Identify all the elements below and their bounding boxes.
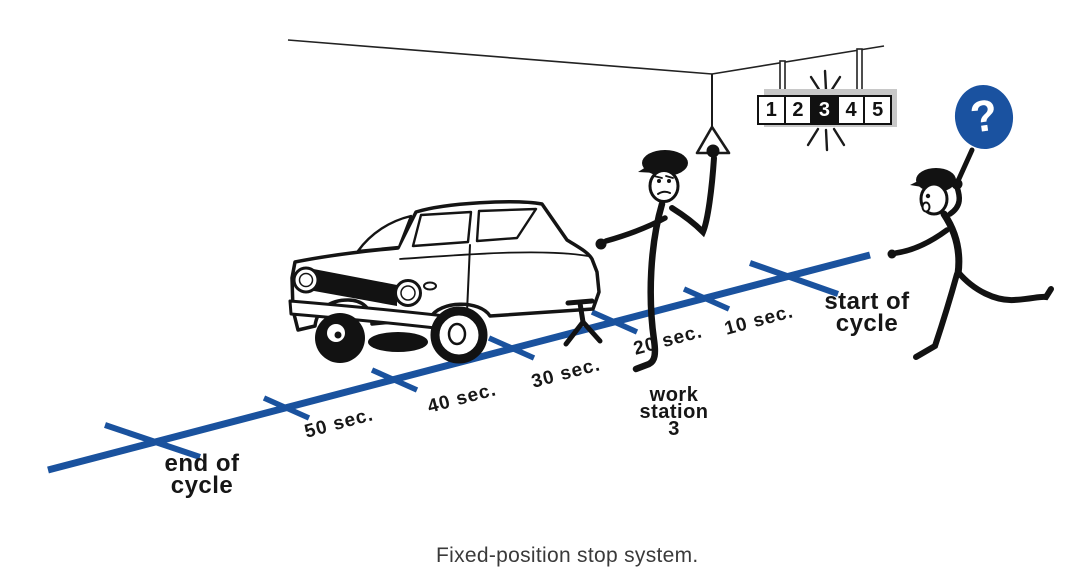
andon-cell: 2 (785, 97, 813, 123)
end-of-cycle-label: end of cycle (164, 450, 240, 499)
worker-raised-arm (669, 155, 717, 238)
supervisor-back-leg (955, 269, 1054, 304)
flash-rays-icon (806, 69, 846, 152)
worker-body (632, 200, 666, 373)
time-tick-marks (262, 286, 731, 421)
question-mark-icon: ? (967, 90, 1001, 143)
car-illustration (288, 200, 601, 364)
time-label-20: 20 sec. (631, 321, 704, 360)
car-stand (563, 298, 603, 347)
ceiling-line-left (287, 39, 713, 75)
time-label-50: 50 sec. (302, 404, 375, 443)
supervisor-torso (940, 210, 963, 278)
time-label-10: 10 sec. (722, 301, 795, 340)
supervisor-raised-arm (947, 184, 963, 217)
start-of-cycle-mark (749, 260, 839, 297)
time-label-40: 40 sec. (425, 379, 498, 418)
worker-extended-arm (603, 215, 668, 244)
andon-cord-handle (695, 74, 731, 155)
andon-cell: 4 (838, 97, 866, 123)
andon-board-cells: 1 2 3 4 5 (757, 95, 892, 125)
question-sign-stick (955, 147, 975, 184)
worker-hand-on-cord (706, 144, 720, 158)
car-grille (303, 267, 397, 306)
ceiling-line-right (711, 45, 885, 75)
car-headlight-left (292, 266, 320, 294)
supervisor-running (887, 147, 1054, 360)
work-station-label: work station 3 (639, 384, 709, 440)
figure-caption: Fixed-position stop system. (436, 544, 699, 567)
supervisor-front-leg (913, 271, 960, 360)
andon-cell: 5 (865, 97, 890, 123)
end-of-cycle-mark (104, 422, 201, 460)
andon-cell: 3 (812, 97, 839, 123)
worker-pulling-cord (595, 144, 720, 373)
supervisor-back-arm (893, 227, 950, 256)
car-headlight-right (394, 279, 422, 307)
ceiling-lines (287, 39, 885, 75)
andon-board: 1 2 3 4 5 (757, 89, 898, 130)
start-of-cycle-label: start of cycle (824, 288, 910, 337)
time-label-30: 30 sec. (529, 354, 602, 393)
andon-cell: 1 (759, 97, 786, 123)
